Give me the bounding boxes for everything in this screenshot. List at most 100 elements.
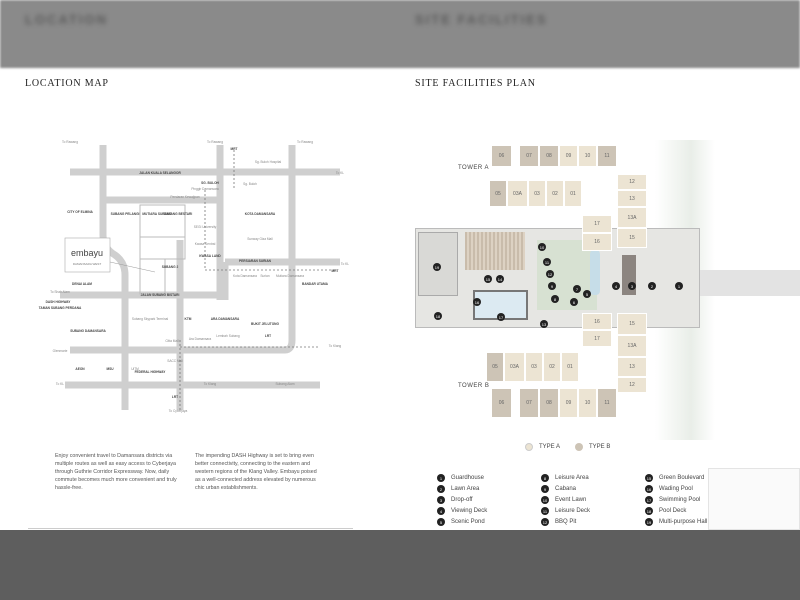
unit-tower-a: 02 — [546, 180, 564, 207]
legend-type-b: TYPE B — [575, 442, 610, 452]
unit-tower-a: 16 — [582, 233, 612, 251]
map-label: Sg. Buloh — [243, 182, 257, 186]
legend-label: Viewing Deck — [451, 508, 488, 514]
unit-tower-b: 03A — [504, 352, 525, 382]
map-label: LRT — [265, 334, 271, 338]
facility-marker[interactable]: 12 — [546, 270, 554, 278]
map-label: Lembah Subang — [216, 334, 240, 338]
facility-marker[interactable]: 3 — [628, 282, 636, 290]
legend-label: Green Boulevard — [659, 475, 705, 481]
map-label: KTM — [185, 317, 192, 321]
legend-number: 9 — [541, 485, 549, 493]
map-label: SUBANG DAMANSARA — [70, 329, 106, 333]
legend-number: 10 — [541, 496, 549, 504]
legend-type-a: TYPE A — [525, 442, 560, 452]
legend-label: Scenic Pond — [451, 519, 485, 525]
map-label: To KL — [341, 262, 349, 266]
map-label: CITY OF ELMINA — [67, 210, 93, 214]
facility-marker[interactable]: 2 — [648, 282, 656, 290]
facility-marker[interactable]: 9 — [548, 282, 556, 290]
legend-label: Multi-purpose Hall — [659, 519, 708, 525]
type-b-label: TYPE B — [589, 444, 611, 450]
map-label: SACC Mall — [167, 359, 183, 363]
legend-number: 3 — [437, 496, 445, 504]
facility-marker[interactable]: 13 — [540, 320, 548, 328]
facility-marker[interactable]: 19 — [433, 263, 441, 271]
map-label: Citta Mall — [165, 339, 179, 343]
legend-number: 1 — [437, 474, 445, 482]
facility-marker[interactable]: 18 — [434, 312, 442, 320]
location-map-title: LOCATION MAP — [25, 78, 109, 89]
unit-tower-a: 10 — [578, 145, 597, 167]
type-a-label: TYPE A — [539, 444, 561, 450]
unit-tower-a: 08 — [539, 145, 559, 167]
unit-tower-b: 15 — [617, 313, 647, 335]
facility-marker[interactable]: 11 — [543, 258, 551, 266]
map-label: TAMAN SUBANG PERDANA — [39, 306, 82, 310]
facility-marker[interactable]: 4 — [612, 282, 620, 290]
facility-marker[interactable]: 17 — [497, 313, 505, 321]
location-paragraph-2: The impending DASH Highway is set to bri… — [195, 453, 317, 491]
map-label: MSU — [106, 367, 114, 371]
facility-marker[interactable]: 10 — [538, 243, 546, 251]
legend-number: 2 — [437, 485, 445, 493]
map-label: To Klang — [329, 344, 342, 348]
unit-tower-a: 12 — [617, 174, 647, 190]
divider — [28, 528, 353, 529]
legend-number: 19 — [645, 518, 653, 526]
facility-marker[interactable]: 1 — [675, 282, 683, 290]
facility-marker[interactable]: 5 — [583, 290, 591, 298]
facility-marker[interactable]: 15 — [484, 275, 492, 283]
unit-tower-b: 10 — [578, 388, 597, 418]
unit-tower-b: 12 — [617, 377, 647, 393]
facility-marker[interactable]: 8 — [551, 295, 559, 303]
facility-marker[interactable]: 6 — [570, 298, 578, 306]
map-label: Pinggir Damansara — [191, 187, 219, 191]
unit-tower-a: 06 — [491, 145, 512, 167]
map-label: ARA DAMANSARA — [211, 317, 240, 321]
top-right-title: SITE FACILITIES — [415, 12, 548, 27]
legend-label: Cabana — [555, 486, 577, 492]
unit-tower-b: 13A — [617, 335, 647, 357]
unit-tower-a: 07 — [519, 145, 539, 167]
map-label: SUBANG 2 — [162, 265, 179, 269]
legend-number: 4 — [437, 507, 445, 515]
unit-tower-b: 02 — [543, 352, 561, 382]
bottom-blurred-bar — [0, 530, 800, 600]
leisure-deck — [465, 232, 525, 270]
tower-a-label: TOWER A — [458, 165, 490, 171]
map-label: Persiaran Kewajipan — [170, 195, 199, 199]
legend-item: 18 Pool Deck — [645, 506, 686, 516]
unit-tower-b: 11 — [597, 388, 617, 418]
facility-marker[interactable]: 14 — [496, 275, 504, 283]
unit-tower-a: 13A — [617, 207, 647, 228]
unit-tower-b: 09 — [559, 388, 578, 418]
map-label: To KL — [56, 382, 64, 386]
map-label: Surian — [260, 274, 269, 278]
map-label: MRT — [332, 269, 339, 273]
map-label: To Shah Alam — [50, 290, 70, 294]
unit-tower-b: 03 — [525, 352, 543, 382]
page-thumbnail[interactable] — [708, 468, 800, 530]
facility-marker[interactable]: 16 — [473, 298, 481, 306]
map-label: Subang Alam — [276, 382, 295, 386]
legend-number: 17 — [645, 496, 653, 504]
top-left-title: LOCATION — [25, 12, 108, 27]
legend-number: 18 — [645, 507, 653, 515]
embayu-logo-sub: DAMANSARA WEST — [73, 262, 102, 266]
legend-label: Leisure Area — [555, 475, 589, 481]
legend-label: Lawn Area — [451, 486, 480, 492]
map-label: To KL — [336, 171, 344, 175]
site-plan-title: SITE FACILITIES PLAN — [415, 78, 536, 89]
legend-number: 12 — [541, 518, 549, 526]
legend-item: 4 Viewing Deck — [437, 506, 487, 516]
legend-label: Pool Deck — [659, 508, 687, 514]
facility-marker[interactable]: 7 — [573, 285, 581, 293]
unit-tower-b: 16 — [582, 313, 612, 330]
